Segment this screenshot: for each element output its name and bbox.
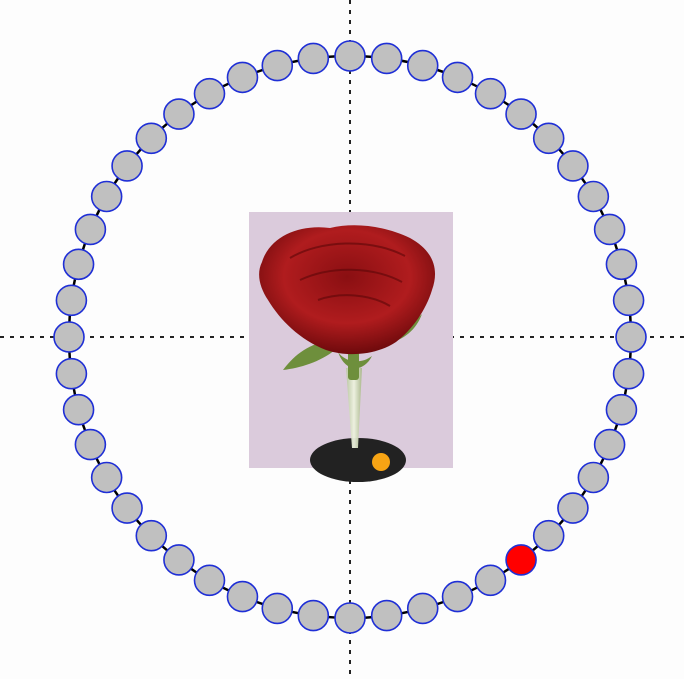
- frame-dot[interactable]: [476, 565, 506, 595]
- frame-dot[interactable]: [335, 603, 365, 633]
- frame-dot[interactable]: [92, 182, 122, 212]
- frame-dot[interactable]: [227, 62, 257, 92]
- frame-dot[interactable]: [534, 123, 564, 153]
- frame-dot[interactable]: [56, 359, 86, 389]
- frame-dot[interactable]: [506, 99, 536, 129]
- frame-dot[interactable]: [262, 593, 292, 623]
- frame-dot[interactable]: [92, 463, 122, 493]
- frame-dot[interactable]: [195, 565, 225, 595]
- frame-dot-active[interactable]: [506, 545, 536, 575]
- frame-dot[interactable]: [595, 214, 625, 244]
- frame-dot[interactable]: [136, 521, 166, 551]
- frame-dot[interactable]: [64, 249, 94, 279]
- frame-dot[interactable]: [227, 582, 257, 612]
- frame-dot[interactable]: [112, 151, 142, 181]
- frame-dot[interactable]: [443, 62, 473, 92]
- frame-dot[interactable]: [56, 285, 86, 315]
- frame-dot[interactable]: [75, 214, 105, 244]
- frame-dot[interactable]: [164, 99, 194, 129]
- frame-dot[interactable]: [476, 79, 506, 109]
- turntable-marker: [372, 453, 390, 471]
- frame-dot[interactable]: [534, 521, 564, 551]
- frame-dot[interactable]: [606, 249, 636, 279]
- frame-dot[interactable]: [75, 430, 105, 460]
- frame-dot[interactable]: [408, 51, 438, 81]
- frame-dot[interactable]: [616, 322, 646, 352]
- frame-dot[interactable]: [408, 593, 438, 623]
- product-photo: [249, 212, 453, 482]
- frame-dot[interactable]: [195, 79, 225, 109]
- frame-dot[interactable]: [136, 123, 166, 153]
- frame-dot[interactable]: [298, 43, 328, 73]
- frame-dot[interactable]: [112, 493, 142, 523]
- frame-dot[interactable]: [298, 601, 328, 631]
- frame-dot[interactable]: [372, 43, 402, 73]
- frame-dot[interactable]: [372, 601, 402, 631]
- frame-dot[interactable]: [606, 395, 636, 425]
- frame-dot[interactable]: [578, 182, 608, 212]
- frame-dot[interactable]: [614, 285, 644, 315]
- frame-dot[interactable]: [164, 545, 194, 575]
- frame-dot[interactable]: [335, 41, 365, 71]
- frame-dot[interactable]: [558, 151, 588, 181]
- frame-dot[interactable]: [64, 395, 94, 425]
- frame-dot[interactable]: [54, 322, 84, 352]
- frame-dot[interactable]: [558, 493, 588, 523]
- frame-dot[interactable]: [614, 359, 644, 389]
- frame-dot[interactable]: [443, 582, 473, 612]
- frame-dot[interactable]: [595, 430, 625, 460]
- frame-dot[interactable]: [578, 463, 608, 493]
- frame-dot[interactable]: [262, 51, 292, 81]
